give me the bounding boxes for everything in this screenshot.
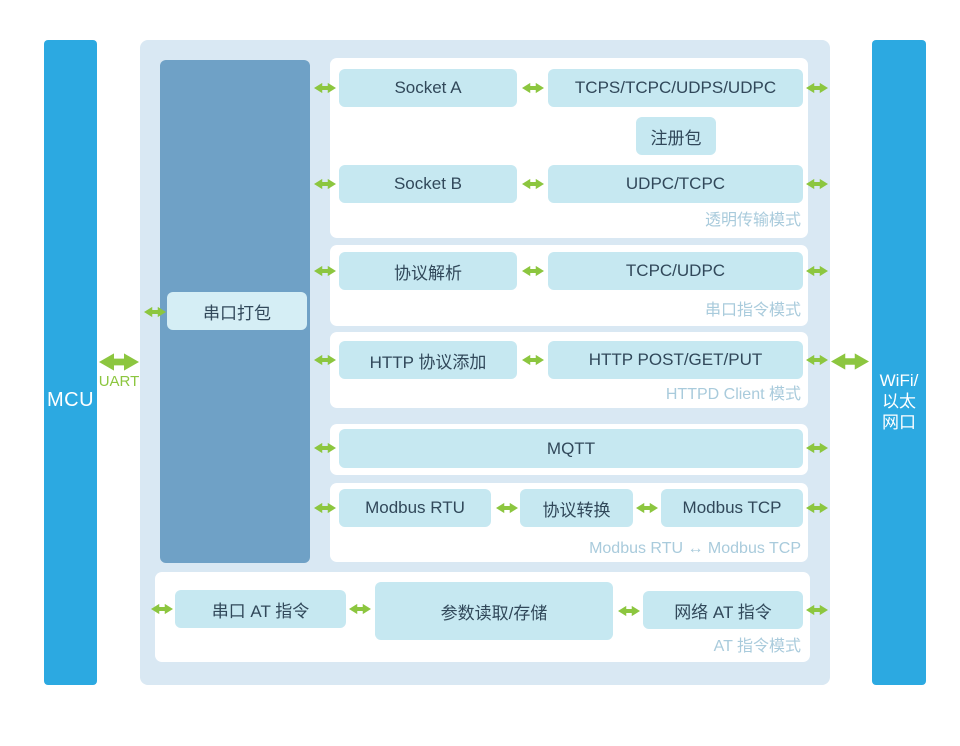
registration-packet-box: 注册包: [636, 117, 716, 155]
double-arrow-icon: [806, 604, 828, 616]
double-arrow-icon: [151, 603, 173, 615]
mode-label-serial-command: 串口指令模式: [704, 302, 801, 319]
double-arrow-icon: [618, 605, 640, 617]
protocols-a-box: TCPS/TCPC/UDPS/UDPC: [548, 69, 803, 107]
mcu-label: MCU: [46, 389, 95, 411]
serial-at-command-box: 串口 AT 指令: [175, 590, 346, 628]
double-arrow-icon: [806, 82, 828, 94]
socket-b-box: Socket B: [339, 165, 517, 203]
double-arrow-icon: [806, 354, 828, 366]
double-arrow-icon: [314, 502, 336, 514]
panel-at-command-mode: 串口 AT 指令 参数读取/存储 网络 AT 指令 AT 指令模式: [155, 572, 810, 662]
param-read-store-box: 参数读取/存储: [375, 582, 613, 640]
mode-label-at-command: AT 指令模式: [713, 638, 801, 655]
double-arrow-icon: [522, 265, 544, 277]
protocols-b-box: UDPC/TCPC: [548, 165, 803, 203]
protocol-convert-box: 协议转换: [520, 489, 633, 527]
wifi-ethernet-bar: WiFi/ 以太 网口: [872, 40, 926, 685]
double-arrow-icon: [806, 502, 828, 514]
tcpc-udpc-box: TCPC/UDPC: [548, 252, 803, 290]
double-arrow-icon: [314, 354, 336, 366]
wifi-double-arrow-icon: [831, 352, 869, 371]
double-arrow-icon: [349, 603, 371, 615]
wifi-label-line2: 以太: [882, 392, 916, 411]
double-arrow-icon: [314, 265, 336, 277]
double-arrow-icon: [806, 265, 828, 277]
double-arrow-icon: [314, 442, 336, 454]
panel-httpd-client-mode: HTTP 协议添加 HTTP POST/GET/PUT HTTPD Client…: [330, 332, 808, 408]
double-arrow-icon: [314, 82, 336, 94]
double-arrow-icon: [314, 178, 336, 190]
modbus-tcp-box: Modbus TCP: [661, 489, 803, 527]
double-arrow-icon: [806, 442, 828, 454]
panel-mqtt: MQTT: [330, 424, 808, 475]
mcu-uart-double-arrow-icon: [99, 352, 139, 372]
socket-a-box: Socket A: [339, 69, 517, 107]
http-protocol-add-box: HTTP 协议添加: [339, 341, 517, 379]
wifi-label-line1: WiFi/: [879, 371, 919, 390]
http-methods-box: HTTP POST/GET/PUT: [548, 341, 803, 379]
panel-serial-command-mode: 协议解析 TCPC/UDPC 串口指令模式: [330, 245, 808, 326]
serial-pack-box: 串口打包: [167, 292, 307, 330]
uart-label: UART: [98, 373, 140, 390]
panel-transparent-transmission: Socket A TCPS/TCPC/UDPS/UDPC 注册包 Socket …: [330, 58, 808, 238]
double-arrow-icon: [522, 178, 544, 190]
panel-modbus: Modbus RTU 协议转换 Modbus TCP Modbus RTU ↔ …: [330, 483, 808, 562]
double-arrow-icon: [636, 502, 658, 514]
wifi-ethernet-label: WiFi/ 以太 网口: [872, 370, 926, 433]
double-arrow-icon: [496, 502, 518, 514]
mqtt-box: MQTT: [339, 429, 803, 468]
modbus-rtu-box: Modbus RTU: [339, 489, 491, 527]
mode-label-httpd-client: HTTPD Client 模式: [665, 386, 801, 403]
double-arrow-icon: [522, 82, 544, 94]
mcu-bar: MCU: [44, 40, 97, 685]
double-arrow-icon: [806, 178, 828, 190]
mode-label-modbus: Modbus RTU ↔ Modbus TCP: [589, 540, 801, 557]
protocol-parse-box: 协议解析: [339, 252, 517, 290]
double-arrow-icon: [522, 354, 544, 366]
network-at-command-box: 网络 AT 指令: [643, 591, 803, 629]
serial-pack-double-arrow-icon: [144, 306, 166, 318]
mode-label-transparent: 透明传输模式: [704, 212, 801, 229]
wifi-label-line3: 网口: [882, 413, 916, 432]
